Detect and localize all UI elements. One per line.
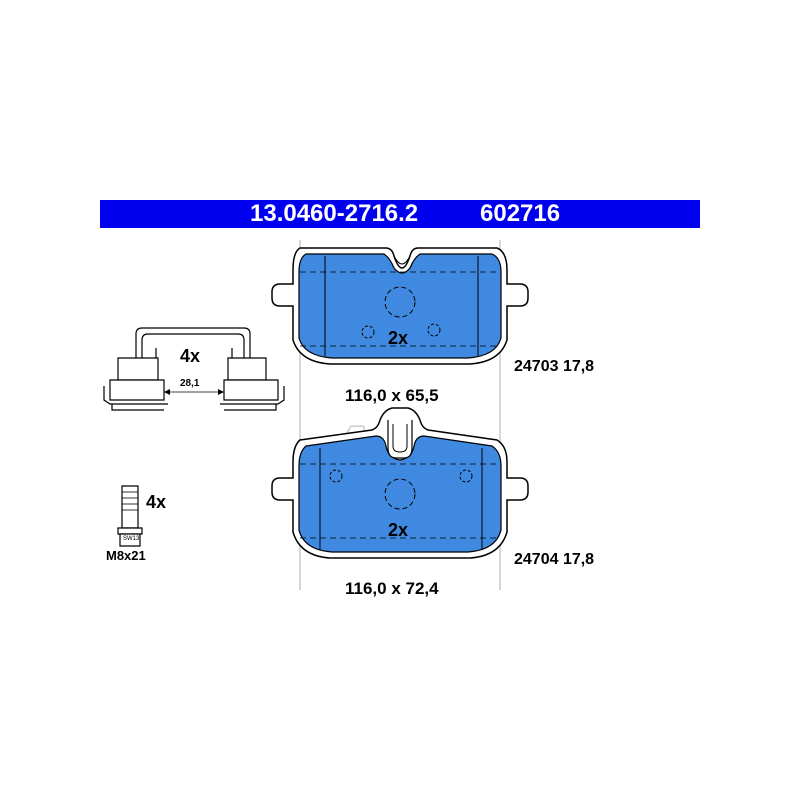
part-number: 13.0460-2716.2: [250, 200, 419, 227]
bolt-size: M8x21: [106, 548, 146, 563]
bolt-tag: SW13: [123, 536, 140, 542]
pad-top-quantity: 2x: [388, 328, 409, 348]
ref-number: 602716: [480, 200, 561, 227]
header-bar: 13.0460-2716.2 602716: [100, 200, 700, 228]
pad-top-dimensions: 116,0 x 65,5: [345, 386, 439, 405]
clip-set: [103, 327, 285, 411]
clip-set-quantity: 4x: [180, 346, 201, 366]
piston-mark-bottom: [384, 478, 416, 510]
piston-mark-top: [384, 286, 416, 318]
pad-top-article: 24703 17,8: [514, 358, 595, 375]
brake-pad-top: [271, 247, 529, 365]
bolt-quantity: 4x: [146, 492, 167, 512]
brake-pad-bottom: [271, 407, 529, 559]
pad-bottom-dimensions: 116,0 x 72,4: [345, 579, 439, 598]
friction-material-top: [298, 253, 502, 359]
pad-bottom-article: 24704 17,8: [514, 551, 595, 568]
clip-set-spacing: 28,1: [180, 378, 200, 389]
bolt: [117, 485, 143, 547]
wear-sensor-clip: [387, 420, 413, 459]
pad-bottom-quantity: 2x: [388, 520, 409, 540]
